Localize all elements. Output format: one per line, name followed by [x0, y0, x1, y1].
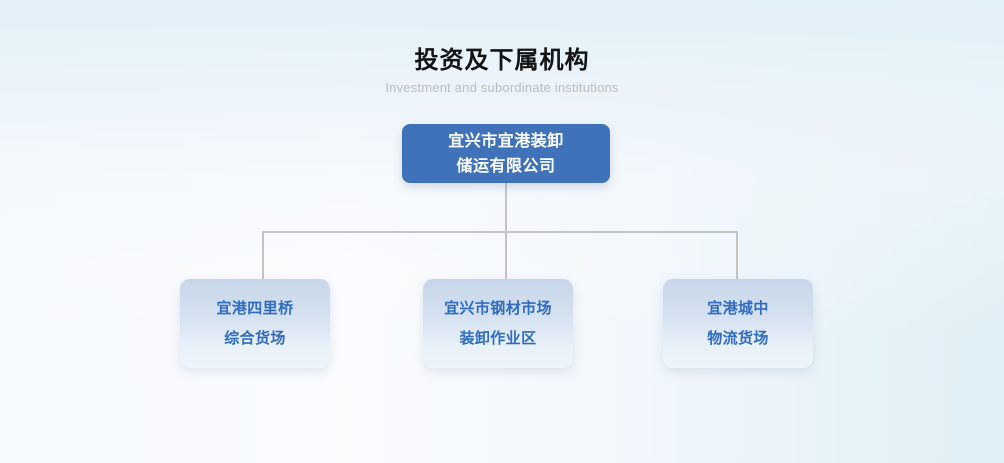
- org-node-root[interactable]: 宜兴市宜港装卸 储运有限公司: [402, 124, 610, 183]
- org-node-child-3[interactable]: 宜港城中 物流货场: [663, 279, 813, 368]
- org-node-root-line-1: 宜兴市宜港装卸: [448, 132, 564, 150]
- connector-drop-child-2: [505, 231, 507, 280]
- org-node-child-3-line-2: 物流货场: [707, 329, 769, 347]
- org-node-child-2-line-2: 装卸作业区: [459, 329, 537, 347]
- page-title: 投资及下属机构: [414, 47, 590, 74]
- connector-drop-child-3: [736, 231, 738, 280]
- page-header: 投资及下属机构 Investment and subordinate insti…: [0, 46, 1004, 98]
- org-node-root-line-2: 储运有限公司: [456, 157, 556, 175]
- page-subtitle: Investment and subordinate institutions: [385, 80, 619, 95]
- connector-drop-child-1: [262, 231, 264, 280]
- org-node-child-2-line-1: 宜兴市钢材市场: [444, 299, 552, 317]
- org-node-child-1-line-1: 宜港四里桥: [216, 299, 294, 317]
- org-node-child-2[interactable]: 宜兴市钢材市场 装卸作业区: [423, 279, 573, 368]
- org-node-child-1[interactable]: 宜港四里桥 综合货场: [180, 279, 330, 368]
- connector-horizontal-bus: [262, 231, 738, 233]
- org-node-child-1-line-2: 综合货场: [224, 329, 286, 347]
- connector-root-stem: [505, 182, 507, 233]
- org-node-child-3-line-1: 宜港城中: [707, 299, 769, 317]
